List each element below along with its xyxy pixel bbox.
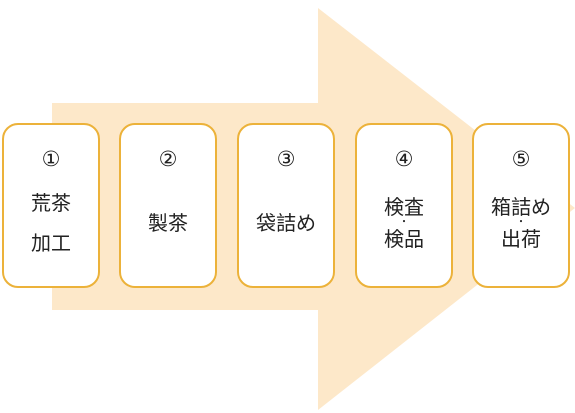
step-5-line-1: 箱詰め — [491, 194, 551, 219]
step-1-line-1: 荒茶 — [31, 190, 71, 215]
step-1-box: ① 荒茶 加工 — [2, 123, 100, 288]
step-2-number: ② — [158, 147, 178, 171]
step-3-label: 袋詰め — [239, 125, 333, 286]
step-3-number: ③ — [276, 147, 296, 171]
step-5-separator: ・ — [516, 216, 526, 228]
step-5-box: ⑤ 箱詰め ・ 出荷 — [472, 123, 570, 288]
step-2-box: ② 製茶 — [119, 123, 217, 288]
step-1-line-2: 加工 — [31, 230, 71, 255]
step-4-line-2: 検品 — [384, 226, 424, 251]
step-1-label: 荒茶 加工 — [4, 125, 98, 286]
step-4-line-1: 検査 — [384, 194, 424, 219]
step-3-box: ③ 袋詰め — [237, 123, 335, 288]
step-2-line-1: 製茶 — [148, 210, 188, 235]
step-1-number: ① — [41, 147, 61, 171]
step-4-separator: ・ — [399, 216, 409, 228]
step-4-label: 検査 ・ 検品 — [357, 125, 451, 286]
step-3-line-1: 袋詰め — [256, 210, 316, 235]
step-4-box: ④ 検査 ・ 検品 — [355, 123, 453, 288]
step-4-number: ④ — [394, 147, 414, 171]
step-5-number: ⑤ — [511, 147, 531, 171]
step-5-line-2: 出荷 — [501, 226, 541, 251]
step-5-label: 箱詰め ・ 出荷 — [474, 125, 568, 286]
step-2-label: 製茶 — [121, 125, 215, 286]
